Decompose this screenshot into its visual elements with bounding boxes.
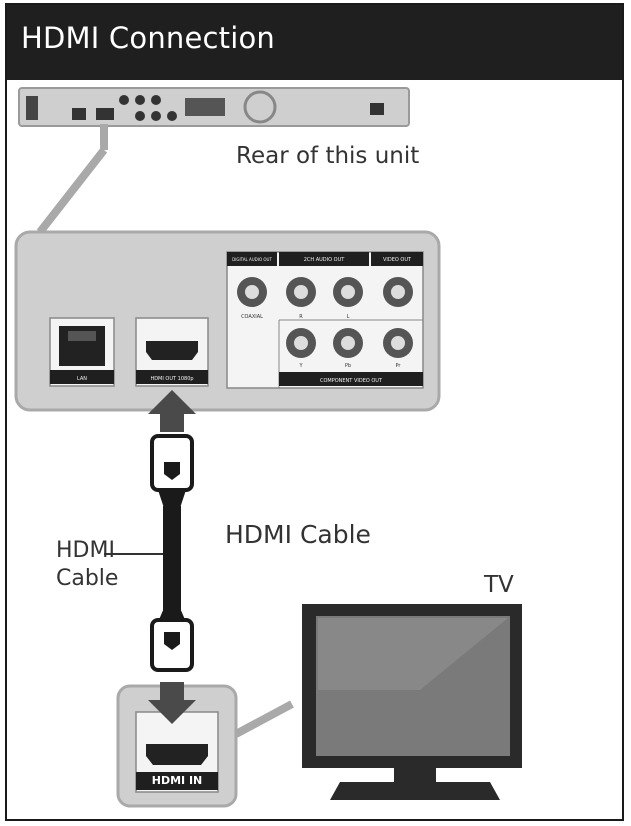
- hdmi-in-port-icon: [146, 744, 208, 765]
- strip-jack-icon: [167, 111, 177, 121]
- strip-jack-icon: [119, 95, 129, 105]
- strip-usb-icon: [370, 103, 384, 115]
- audio-r-label: R: [299, 314, 303, 320]
- strip-jack-icon: [135, 95, 145, 105]
- component-video-out-label: COMPONENT VIDEO OUT: [320, 378, 383, 384]
- audio-r-jack-center: [294, 285, 308, 299]
- component-pr-jack-center: [391, 336, 405, 350]
- component-y-jack-center: [294, 336, 308, 350]
- component-label-bg: [279, 372, 423, 386]
- hdmi-in-label-bg: [136, 772, 218, 790]
- tv-neck: [394, 768, 436, 782]
- strip-jack-icon: [151, 111, 161, 121]
- coaxial-jack-center: [245, 285, 259, 299]
- tv-screen-glare: [318, 618, 508, 690]
- plug-top-tip-icon: [164, 462, 180, 480]
- hdmi-cable: [104, 434, 194, 672]
- strip-jack-icon: [135, 111, 145, 121]
- arrow-up-icon: [148, 390, 196, 432]
- tv-illustration: [302, 604, 522, 800]
- tv-zoom-connector: [234, 700, 294, 738]
- page-title: HDMI Connection: [21, 21, 276, 55]
- fan-icon: [243, 90, 277, 124]
- audio-out-label: 2CH AUDIO OUT: [304, 257, 346, 263]
- plug-bottom-tip-icon: [164, 632, 180, 650]
- tv-stand: [330, 782, 500, 800]
- digital-audio-label: DIGITAL AUDIO OUT: [232, 257, 272, 262]
- coaxial-label: COAXIAL: [241, 314, 263, 320]
- hdmi-cable-label: HDMI Cable: [225, 520, 371, 549]
- hdmi-in-label: HDMI IN: [151, 774, 203, 787]
- component-pb-label: Pb: [345, 363, 351, 369]
- strip-jack-icon: [151, 95, 161, 105]
- strip-lan-port-icon: [72, 108, 86, 120]
- enlarged-panel: LAN HDMI OUT 1080p DIGITAL AUDIO OUT 2CH…: [14, 230, 441, 412]
- power-inlet-icon: [26, 96, 38, 120]
- component-pr-label: Pr: [396, 363, 402, 369]
- zoom-connector: [36, 147, 108, 235]
- tv-label: TV: [484, 572, 514, 598]
- strip-hdmi-port-icon: [96, 108, 114, 120]
- lan-port-pins: [68, 331, 96, 341]
- lan-label-bg: [50, 370, 114, 384]
- hdmi-out-port-icon: [146, 341, 198, 360]
- component-pb-jack-center: [341, 336, 355, 350]
- audio-l-label: L: [347, 314, 350, 320]
- scart-port-icon: [185, 98, 225, 116]
- rear-of-unit-label: Rear of this unit: [236, 143, 420, 169]
- hdmi-out-label: HDMI OUT 1080p: [150, 376, 193, 382]
- video-out-label-bg: [371, 252, 423, 266]
- video-out-label: VIDEO OUT: [383, 257, 412, 263]
- audio-l-jack-center: [341, 285, 355, 299]
- rear-panel-strip: [18, 87, 410, 235]
- hdmi-cable-side-label-line2: Cable: [56, 566, 119, 591]
- arrow-down-icon: [148, 682, 196, 724]
- hdmi-out-label-bg: [136, 370, 208, 384]
- audio-out-label-bg: [279, 252, 369, 266]
- title-bar: HDMI Connection: [7, 5, 622, 80]
- digital-audio-label-bg: [227, 252, 277, 266]
- video-out-jack-center: [391, 285, 405, 299]
- lan-label: LAN: [77, 376, 87, 382]
- cable-body: [163, 506, 181, 610]
- hdmi-cable-side-label-line1: HDMI: [56, 538, 115, 563]
- component-y-label: Y: [298, 363, 303, 369]
- tv-screen: [316, 616, 510, 756]
- plug-top-strain: [158, 490, 186, 508]
- hdmi-in-panel: [116, 684, 294, 808]
